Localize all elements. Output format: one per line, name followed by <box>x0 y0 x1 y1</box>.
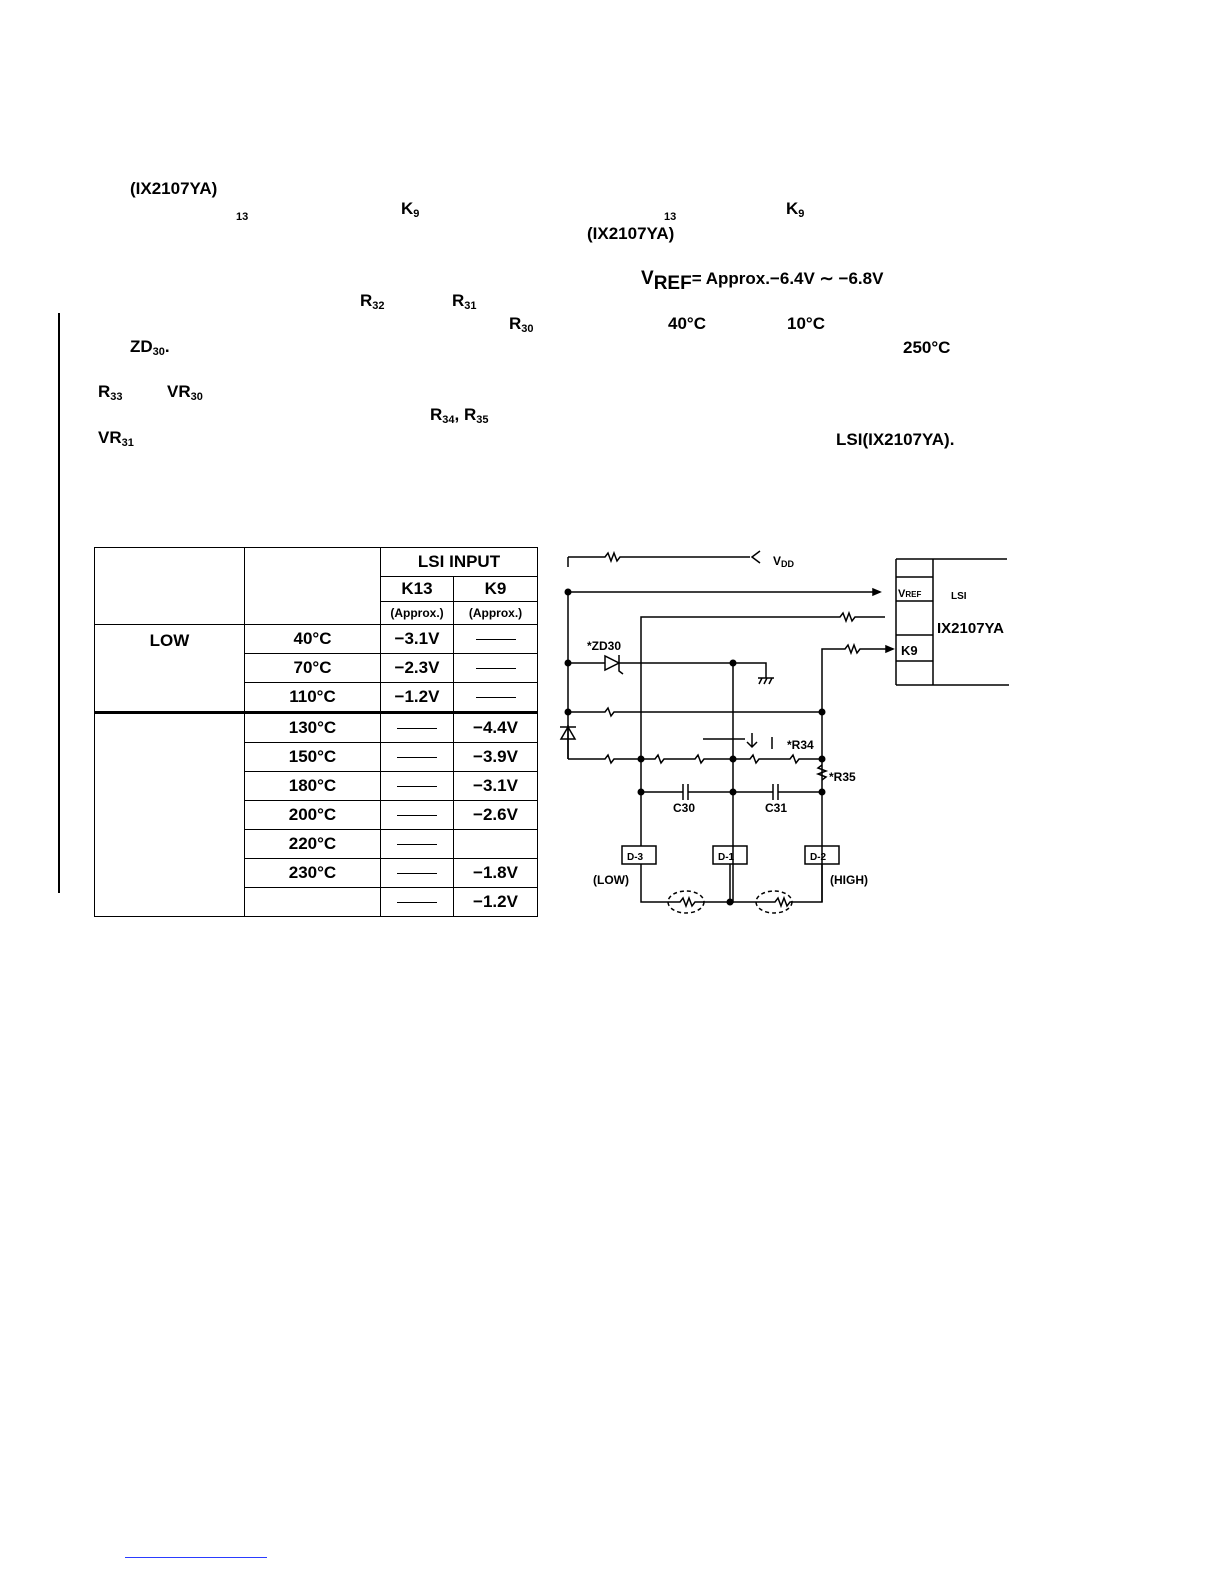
dash-mark <box>397 786 437 788</box>
k9-pin-label: K9 <box>901 643 918 658</box>
r31-label: R31 <box>452 291 477 312</box>
dash-mark <box>397 815 437 817</box>
lsi-label: LSI <box>951 591 967 602</box>
k9-cell <box>452 829 539 859</box>
dash-mark <box>475 697 516 699</box>
table-row: 110°C −1.2V <box>95 682 539 713</box>
temp-cell: 70°C <box>244 653 381 683</box>
k9-cell <box>452 653 539 683</box>
zd30-label: ZD30. <box>130 337 170 358</box>
chip-name-label: IX2107YA <box>937 620 1004 637</box>
temp-cell: 220°C <box>244 829 381 859</box>
k13-cell: −3.1V <box>380 624 454 654</box>
c30-label: C30 <box>673 801 695 815</box>
d2-label: D-2 <box>810 852 827 863</box>
k9-label-b: K9 <box>786 199 805 220</box>
dash-mark <box>397 873 437 875</box>
circuit-diagram: VDD VREF LSI IX2107YA K9 *ZD30 *R34 *R35… <box>559 550 1009 914</box>
temp-cell: 230°C <box>244 858 381 888</box>
k13-cell <box>380 887 454 917</box>
dash-mark <box>397 757 437 759</box>
k9-approx: (Approx.) <box>452 601 539 625</box>
temp-cell <box>244 887 381 917</box>
k13-cell: −1.2V <box>380 682 454 713</box>
k9-cell <box>452 624 539 654</box>
k13-cell <box>380 858 454 888</box>
k13-cell <box>380 829 454 859</box>
k9-header: K9 <box>452 576 539 602</box>
zd30-label: *ZD30 <box>587 639 621 653</box>
table-row: 180°C −3.1V <box>95 771 539 801</box>
dash-mark <box>397 902 437 904</box>
table-row: 230°C −1.8V <box>95 858 539 888</box>
mode-low: LOW <box>94 624 245 713</box>
temp-40: 40°C <box>668 314 706 333</box>
k9-label-a: K9 <box>401 199 420 220</box>
table-row: LOW 40°C −3.1V <box>94 624 539 713</box>
vr30-label: VR30 <box>167 382 203 403</box>
vref-pin-label: VREF <box>898 588 921 600</box>
mode-header <box>94 547 245 625</box>
temp-cell: 40°C <box>244 624 381 654</box>
vref-formula: VREF= Approx.−6.4V ∼ −6.8V <box>641 268 884 294</box>
r33-label: R33 <box>98 382 123 403</box>
margin-bar <box>58 313 60 893</box>
subscript-13-a: 13 <box>236 211 249 223</box>
r30-label: R30 <box>509 314 534 335</box>
vdd-label: VDD <box>773 554 795 569</box>
mode-high <box>94 711 245 917</box>
lsi-input-header: LSI INPUT <box>379 547 539 577</box>
low-label: (LOW) <box>593 873 629 887</box>
temp-cell: 150°C <box>244 742 381 772</box>
k9-cell: −1.8V <box>452 858 539 888</box>
k13-cell <box>380 711 454 743</box>
temp-cell: 130°C <box>244 711 381 743</box>
k9-cell: −1.2V <box>452 887 539 917</box>
c31-label: C31 <box>765 801 787 815</box>
temp-10: 10°C <box>787 314 825 333</box>
k13-cell <box>380 771 454 801</box>
k9-cell: −3.1V <box>452 771 539 801</box>
temperature-voltage-table: LSI INPUT K13 K9 (Approx.) (Approx.) LOW… <box>94 547 539 917</box>
temp-cell: 110°C <box>244 682 381 713</box>
k13-cell <box>380 742 454 772</box>
chip-label-1: (IX2107YA) <box>130 179 218 198</box>
dash-mark <box>397 844 437 846</box>
dash-mark <box>475 668 516 670</box>
k9-cell <box>452 682 539 713</box>
k13-cell <box>380 800 454 830</box>
table-row: 130°C −4.4V <box>94 711 539 917</box>
table-row: 220°C <box>95 829 539 859</box>
temp-cell: 180°C <box>244 771 381 801</box>
subscript-13-b: 13 <box>664 211 677 223</box>
table-row: −1.2V <box>95 887 539 917</box>
r35-label: *R35 <box>829 770 856 784</box>
r34-r35-label: R34, R35 <box>430 405 489 426</box>
r32-label: R32 <box>360 291 385 312</box>
k13-cell: −2.3V <box>380 653 454 683</box>
footnote-rule <box>125 1557 267 1558</box>
lsi-chip-label: LSI(IX2107YA). <box>836 430 955 449</box>
r34-label: *R34 <box>787 738 814 752</box>
temp-250: 250°C <box>903 338 951 357</box>
vr31-label: VR31 <box>98 428 134 449</box>
k13-header: K13 <box>380 576 454 602</box>
d1-label: D-1 <box>718 852 735 863</box>
chip-label-2: (IX2107YA) <box>587 224 675 243</box>
dash-mark <box>475 639 516 641</box>
d3-label: D-3 <box>627 852 644 863</box>
temp-header <box>244 547 381 625</box>
table-row: 200°C −2.6V <box>95 800 539 830</box>
high-label: (HIGH) <box>830 873 868 887</box>
temp-cell: 200°C <box>244 800 381 830</box>
table-row: 70°C −2.3V <box>95 653 539 683</box>
k9-cell: −3.9V <box>452 742 539 772</box>
k9-cell: −2.6V <box>452 800 539 830</box>
table-row: 150°C −3.9V <box>95 742 539 772</box>
k13-approx: (Approx.) <box>380 601 454 625</box>
k9-cell: −4.4V <box>452 711 539 743</box>
dash-mark <box>397 728 437 730</box>
